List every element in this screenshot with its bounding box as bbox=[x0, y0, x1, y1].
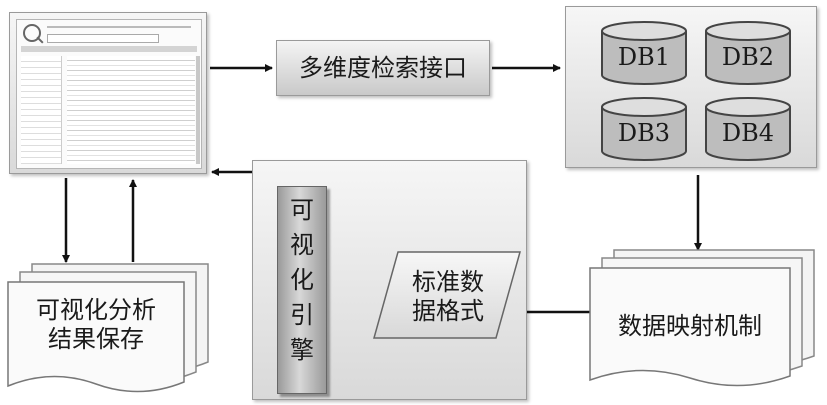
cylinder-icon bbox=[705, 21, 791, 85]
database-group: DB1 DB2 DB3 DB4 bbox=[565, 6, 817, 168]
engine-char-3: 化 bbox=[290, 266, 314, 294]
database-db2: DB2 bbox=[704, 21, 792, 85]
save-result-label: 可视化分析 结果保存 bbox=[8, 296, 184, 354]
mapping-doc-stack bbox=[589, 249, 815, 387]
db1-label: DB1 bbox=[617, 43, 671, 71]
screenshot-tabs bbox=[21, 46, 197, 52]
cylinder-icon bbox=[601, 97, 687, 161]
standard-format-line-2: 据格式 bbox=[412, 296, 484, 325]
retrieval-ui-screenshot bbox=[9, 12, 207, 174]
standard-format-shape bbox=[373, 251, 521, 339]
search-interface-box: 多维度检索接口 bbox=[276, 40, 490, 96]
db4-label: DB4 bbox=[721, 119, 775, 147]
search-interface-label: 多维度检索接口 bbox=[299, 53, 467, 82]
engine-text: 可 视 化 引 擎 bbox=[278, 193, 326, 368]
engine-char-1: 可 bbox=[290, 196, 314, 224]
db2-label: DB2 bbox=[721, 43, 775, 71]
engine-char-5: 擎 bbox=[290, 336, 314, 364]
screenshot-results bbox=[67, 56, 195, 164]
visualization-engine-box: 可 视 化 引 擎 bbox=[277, 186, 327, 394]
screenshot-scrollbar bbox=[196, 56, 200, 164]
save-doc-stack bbox=[7, 263, 209, 393]
db3-label: DB3 bbox=[617, 119, 671, 147]
save-result-line-1: 可视化分析 bbox=[36, 296, 156, 324]
cylinder-icon bbox=[601, 21, 687, 85]
mapping-label: 数据映射机制 bbox=[618, 312, 762, 340]
standard-format-label: 标准数 据格式 bbox=[380, 268, 516, 326]
magnifier-icon bbox=[23, 24, 41, 42]
database-db4: DB4 bbox=[704, 97, 792, 161]
engine-char-2: 视 bbox=[290, 231, 314, 259]
screenshot-searchbar bbox=[47, 34, 159, 43]
database-db1: DB1 bbox=[600, 21, 688, 85]
standard-format-line-1: 标准数 bbox=[412, 268, 484, 296]
database-db3: DB3 bbox=[600, 97, 688, 161]
screenshot-content bbox=[16, 19, 202, 169]
engine-char-4: 引 bbox=[290, 301, 314, 329]
cylinder-icon bbox=[705, 97, 791, 161]
screenshot-sidebar bbox=[21, 56, 62, 164]
screenshot-topline bbox=[47, 26, 191, 28]
save-result-line-2: 结果保存 bbox=[48, 324, 144, 353]
